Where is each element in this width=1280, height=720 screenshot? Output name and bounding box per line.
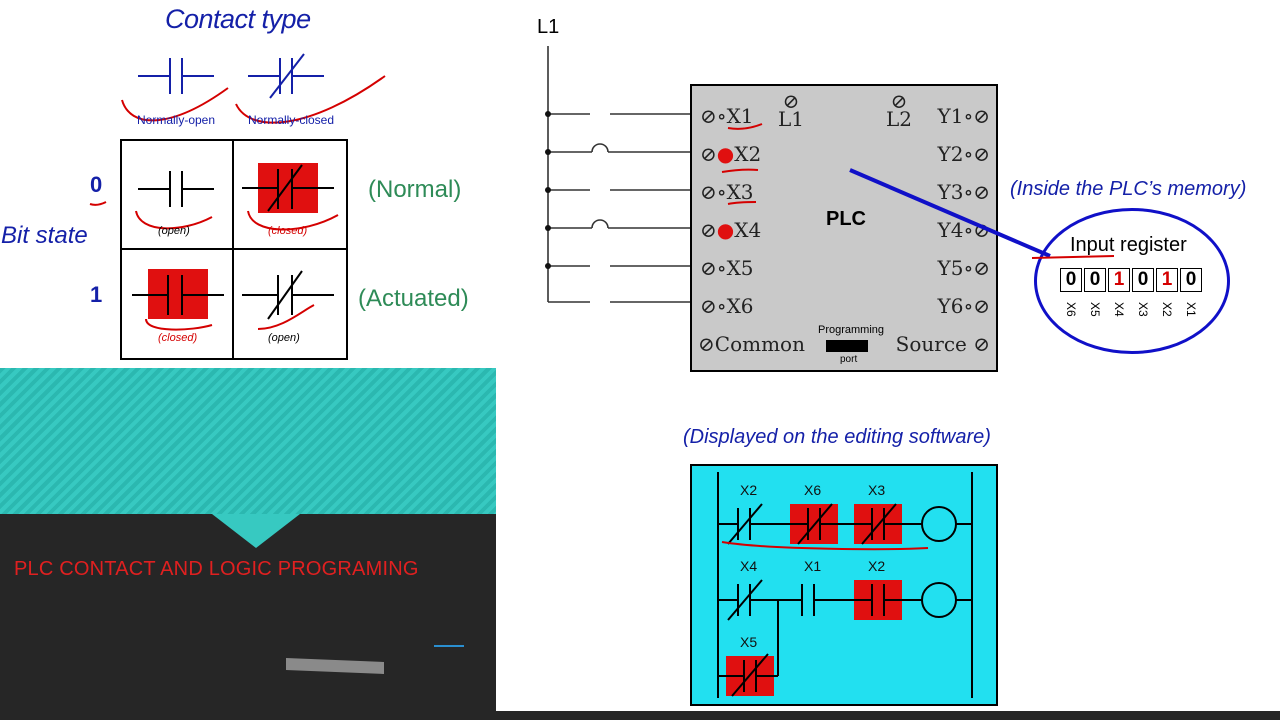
memory-caption: (Inside the PLC’s memory) [1010, 178, 1247, 200]
l2-terminal[interactable]: ⊘L2 [886, 89, 913, 131]
branch-x5-label: X5 [740, 634, 758, 650]
port-label: port [840, 354, 858, 365]
source-terminal[interactable]: Source ⊘ [895, 332, 990, 356]
input-register-label: Input register [1070, 234, 1187, 256]
contact-state-table: (open) (closed) (closed) (open) [120, 139, 348, 360]
input-x3-terminal[interactable]: ⊘∘X3 [700, 180, 754, 204]
banner-title: PLC CONTACT AND LOGIC PROGRAMING [14, 558, 419, 580]
output-y3-terminal[interactable]: Y3∘⊘ [937, 180, 991, 204]
input-x6-terminal[interactable]: ⊘∘X6 [700, 294, 754, 318]
rung2-x2-label: X2 [868, 558, 886, 574]
plc-label: PLC [826, 208, 866, 230]
gray-smudge [286, 658, 384, 674]
common-terminal[interactable]: ⊘Common [698, 332, 805, 356]
input-register: 0 0 1 0 1 0 [1058, 268, 1206, 296]
input-x2-terminal[interactable]: ⊘●X2 [700, 142, 762, 166]
supply-l1-label: L1 [537, 16, 560, 38]
rung1-x6-label: X6 [804, 482, 822, 498]
bit-state-label: Bit state [1, 222, 88, 249]
bit-1-label: 1 [90, 282, 103, 307]
register-bit-x3: 0 [1132, 268, 1154, 292]
input-x1-terminal[interactable]: ⊘∘X1 [700, 104, 754, 128]
register-bit-x2: 1 [1156, 268, 1178, 292]
normally-open-label: Normally-open [137, 113, 216, 127]
input-x5-terminal[interactable]: ⊘∘X5 [700, 256, 754, 280]
register-bit-x5: 0 [1084, 268, 1106, 292]
plc-unit: PLC ⊘∘X1 ⊘●X2 ⊘∘X3 ⊘●X4 ⊘∘X5 ⊘∘X6 Y1∘⊘ Y… [690, 84, 998, 372]
red-mark [89, 201, 107, 206]
rung2-x1-label: X1 [804, 558, 822, 574]
no-open-symbol [135, 171, 214, 230]
nc-open-symbol [242, 270, 334, 330]
banner-notch [0, 514, 496, 548]
input-x4-terminal[interactable]: ⊘●X4 [700, 218, 762, 242]
memory-pointer-line [849, 168, 1051, 258]
red-underline-marks [721, 123, 763, 205]
l1-terminal[interactable]: ⊘L1 [778, 89, 805, 131]
register-bit-x1: 0 [1180, 268, 1202, 292]
striped-header [0, 368, 496, 516]
register-bit-x6: 0 [1060, 268, 1082, 292]
register-bit-x4: 1 [1108, 268, 1130, 292]
accent-dash [434, 645, 464, 647]
no-closed-symbol [132, 269, 224, 331]
cell-no-1-label: (closed) [158, 332, 198, 344]
input-wiring [545, 46, 702, 303]
bit-0-label: 0 [90, 172, 103, 197]
ladder-display: X2 X6 X3 X4 X1 X2 X5 [690, 464, 998, 706]
ladder-diagram [717, 472, 973, 698]
programming-port[interactable] [826, 340, 868, 352]
cell-nc-0-label: (closed) [268, 225, 308, 237]
rung1-x2-label: X2 [740, 482, 758, 498]
output-y5-terminal[interactable]: Y5∘⊘ [937, 256, 991, 280]
rung2-x4-label: X4 [740, 558, 758, 574]
contact-type-title: Contact type [165, 4, 311, 34]
cell-no-0-label: (open) [158, 225, 190, 237]
register-bit-labels: X6 X5 X4 X3 X2 X1 [1064, 302, 1198, 317]
bottom-bar [496, 711, 1280, 720]
nc-closed-symbol [242, 163, 339, 231]
output-y1-terminal[interactable]: Y1∘⊘ [937, 104, 991, 128]
ladder-caption: (Displayed on the editing software) [683, 426, 991, 448]
output-y2-terminal[interactable]: Y2∘⊘ [937, 142, 991, 166]
output-y6-terminal[interactable]: Y6∘⊘ [937, 294, 991, 318]
memory-oval [1034, 208, 1230, 354]
actuated-state-label: (Actuated) [358, 285, 469, 312]
normally-closed-label: Normally-closed [248, 113, 335, 127]
normal-state-label: (Normal) [368, 176, 462, 203]
cell-nc-1-label: (open) [268, 332, 300, 344]
red-underline [1031, 255, 1115, 259]
rung1-x3-label: X3 [868, 482, 886, 498]
contact-symbols-header [121, 53, 386, 124]
programming-port-label: Programming [818, 324, 885, 336]
